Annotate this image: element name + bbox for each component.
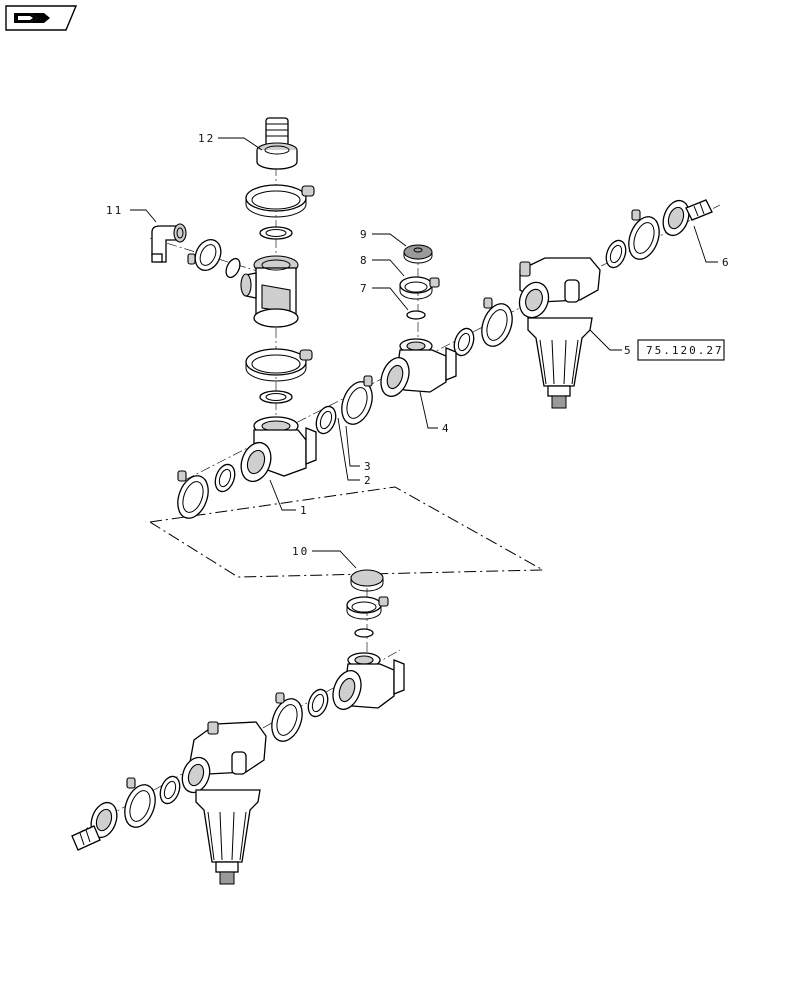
tee-fitting-1[interactable]	[236, 416, 317, 486]
clamp-ring-lower-mid[interactable]	[266, 692, 307, 745]
o-ring-lower-left[interactable]	[157, 774, 183, 806]
callout-8[interactable]: 8	[360, 254, 369, 267]
hose-barb-12[interactable]	[256, 117, 298, 170]
callout-4[interactable]: 4	[442, 422, 451, 435]
arrow-right-icon	[14, 13, 50, 23]
o-ring-left[interactable]	[223, 256, 242, 279]
callout-leaders	[130, 137, 718, 569]
callout-5[interactable]: 5	[624, 344, 633, 357]
reference-label[interactable]: 75.120.27	[646, 344, 724, 357]
callout-3[interactable]: 3	[364, 460, 373, 473]
tee-fitting-4[interactable]	[376, 338, 457, 400]
reference-link[interactable]: 75.120.27	[637, 339, 725, 361]
callout-12[interactable]: 12	[198, 132, 215, 145]
nav-button[interactable]	[5, 5, 78, 31]
hose-barb-lower[interactable]	[71, 799, 121, 851]
clamp-ring-right[interactable]	[623, 209, 664, 263]
o-ring-mid-right[interactable]	[451, 326, 477, 358]
filter-lower[interactable]	[178, 721, 267, 885]
clamp-ring-3[interactable]	[336, 375, 377, 428]
clamp-ring-8[interactable]	[399, 276, 440, 300]
callout-2[interactable]: 2	[364, 474, 373, 487]
o-ring-2[interactable]	[313, 404, 339, 436]
o-ring-upper[interactable]	[259, 226, 293, 240]
clamp-ring-lower-left[interactable]	[119, 777, 160, 831]
o-ring-lower-top[interactable]	[354, 628, 374, 638]
elbow-fitting-11[interactable]	[151, 223, 187, 263]
o-ring-middle[interactable]	[259, 390, 293, 404]
tee-fitting-lower[interactable]	[328, 652, 405, 713]
callout-11[interactable]: 11	[106, 204, 123, 217]
clamp-ring-lower-top[interactable]	[346, 596, 389, 620]
cap-10[interactable]	[350, 569, 384, 592]
callout-10[interactable]: 10	[292, 545, 309, 558]
callout-7[interactable]: 7	[360, 282, 369, 295]
cross-body[interactable]	[240, 255, 299, 328]
callout-6[interactable]: 6	[722, 256, 731, 269]
o-ring-lower-mid[interactable]	[305, 687, 331, 719]
clamp-ring-upper[interactable]	[245, 184, 315, 218]
filter-5[interactable]	[515, 257, 601, 409]
callout-9[interactable]: 9	[360, 228, 369, 241]
o-ring-7[interactable]	[406, 310, 426, 320]
o-ring-tee1-left[interactable]	[212, 462, 238, 494]
clamp-ring-mid-right[interactable]	[476, 297, 517, 350]
clamp-ring-tee1-left[interactable]	[172, 470, 213, 522]
cap-9[interactable]	[403, 244, 433, 264]
callout-1[interactable]: 1	[300, 504, 309, 517]
connection-outline	[148, 486, 545, 578]
clamp-ring-middle[interactable]	[245, 348, 313, 382]
hose-barb-6[interactable]	[659, 197, 713, 239]
clamp-ring-left[interactable]	[187, 235, 226, 274]
o-ring-right[interactable]	[603, 238, 629, 270]
